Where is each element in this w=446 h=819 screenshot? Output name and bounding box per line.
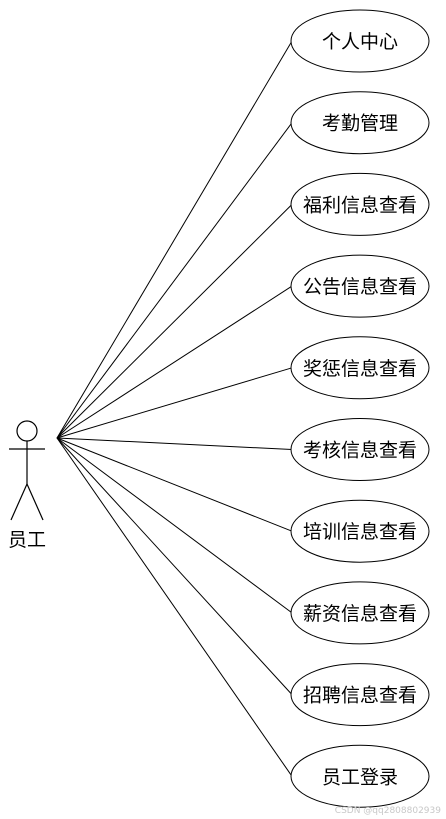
use-case-uc8: 薪资信息查看 [290, 581, 430, 645]
use-case-ellipse [290, 91, 430, 155]
actor-left-leg [10, 483, 28, 521]
use-case-ellipse [290, 336, 430, 400]
use-case-uc1: 个人中心 [290, 9, 430, 73]
use-case-uc9: 招聘信息查看 [290, 663, 430, 727]
association-line-uc7 [56, 437, 293, 532]
association-line-uc9 [56, 437, 293, 695]
use-case-uc6: 考核信息查看 [290, 418, 430, 481]
association-line-uc3 [56, 204, 293, 439]
use-case-uc3: 福利信息查看 [290, 172, 430, 236]
use-case-ellipse [290, 581, 430, 645]
association-line-uc5 [56, 367, 293, 439]
use-case-ellipse [290, 418, 430, 481]
use-case-label: 考核信息查看 [303, 440, 417, 462]
association-line-uc8 [56, 437, 293, 614]
actor-employee: 员工 [8, 420, 46, 551]
stick-figure-actor-icon [9, 420, 45, 521]
association-line-uc4 [56, 285, 293, 439]
actor-label: 员工 [8, 529, 46, 551]
association-line-uc2 [56, 122, 293, 439]
use-case-uc7: 培训信息查看 [290, 499, 430, 563]
use-case-label: 考勤管理 [322, 113, 398, 135]
use-case-ellipse [290, 663, 430, 727]
use-case-uc4: 公告信息查看 [290, 254, 430, 318]
use-case-ellipse [290, 744, 430, 808]
use-case-group: 个人中心考勤管理福利信息查看公告信息查看奖惩信息查看考核信息查看培训信息查看薪资… [290, 9, 430, 808]
use-case-label: 个人中心 [322, 31, 398, 53]
use-case-label: 奖惩信息查看 [303, 358, 417, 380]
use-case-ellipse [290, 499, 430, 563]
use-case-label: 培训信息查看 [303, 521, 417, 543]
use-case-label: 员工登录 [322, 766, 398, 788]
use-case-uc5: 奖惩信息查看 [290, 336, 430, 400]
use-case-ellipse [290, 172, 430, 236]
use-case-ellipse [290, 9, 430, 73]
association-line-uc1 [56, 40, 293, 439]
actor-right-leg [26, 483, 44, 521]
watermark-text: CSDN @qq2808802939 [335, 806, 441, 816]
association-lines [56, 40, 293, 777]
use-case-label: 公告信息查看 [303, 276, 417, 298]
use-case-uc10: 员工登录 [290, 744, 430, 808]
use-case-label: 福利信息查看 [303, 194, 417, 216]
use-case-label: 招聘信息查看 [303, 685, 417, 707]
association-line-uc6 [56, 437, 293, 450]
use-case-label: 薪资信息查看 [303, 603, 417, 625]
use-case-uc2: 考勤管理 [290, 91, 430, 155]
use-case-ellipse [290, 254, 430, 318]
actor-head [16, 420, 38, 442]
association-line-uc10 [56, 437, 293, 777]
